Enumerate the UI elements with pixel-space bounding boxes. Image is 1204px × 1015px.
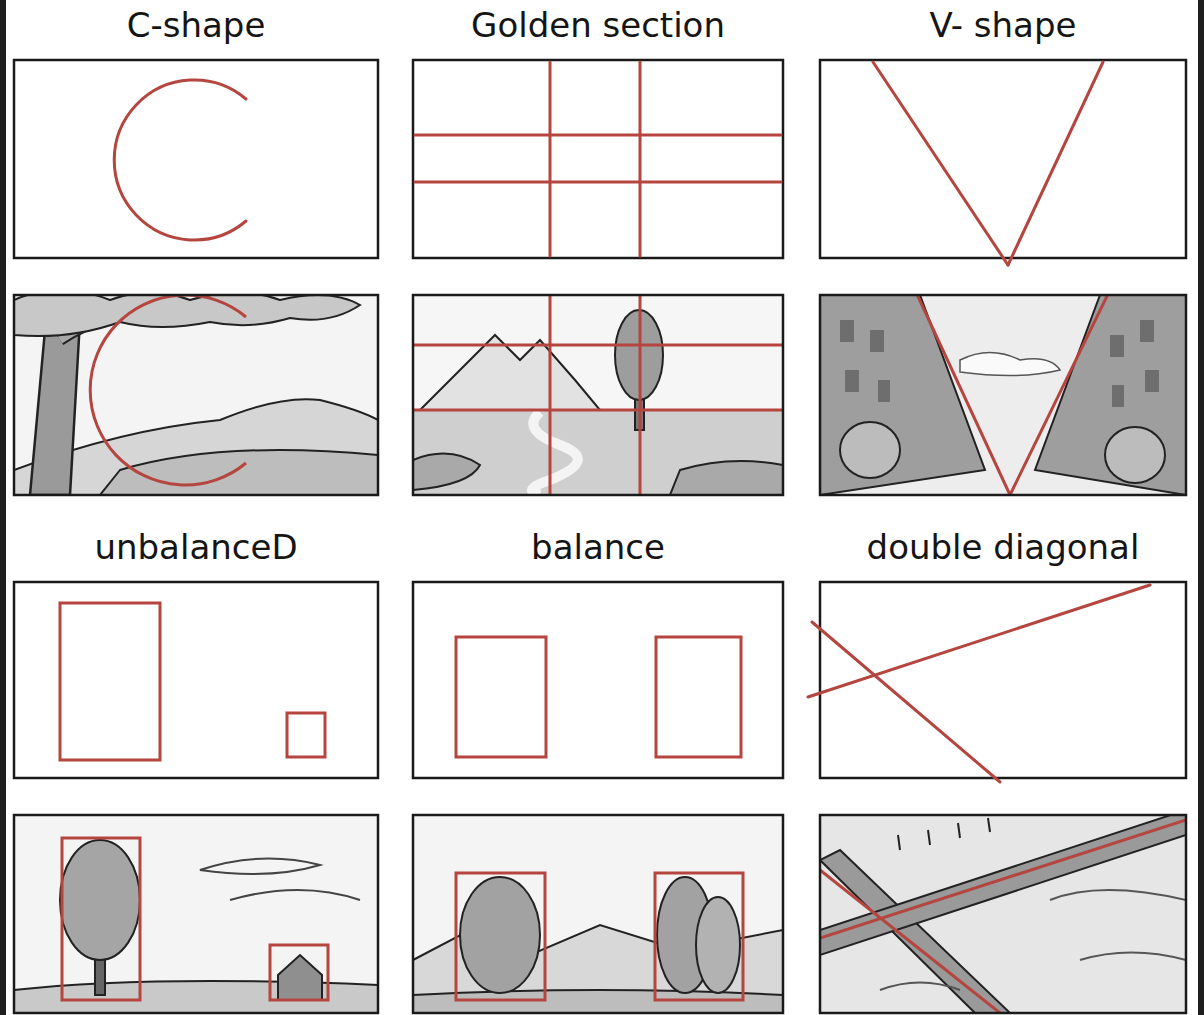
technique-heading: double diagonal [867, 528, 1140, 567]
technique-heading: Golden section [471, 6, 725, 45]
technique-heading: C-shape [127, 6, 266, 45]
technique-heading: balance [531, 528, 665, 567]
technique-heading: V- shape [930, 6, 1077, 45]
technique-heading: unbalanceD [94, 528, 297, 567]
